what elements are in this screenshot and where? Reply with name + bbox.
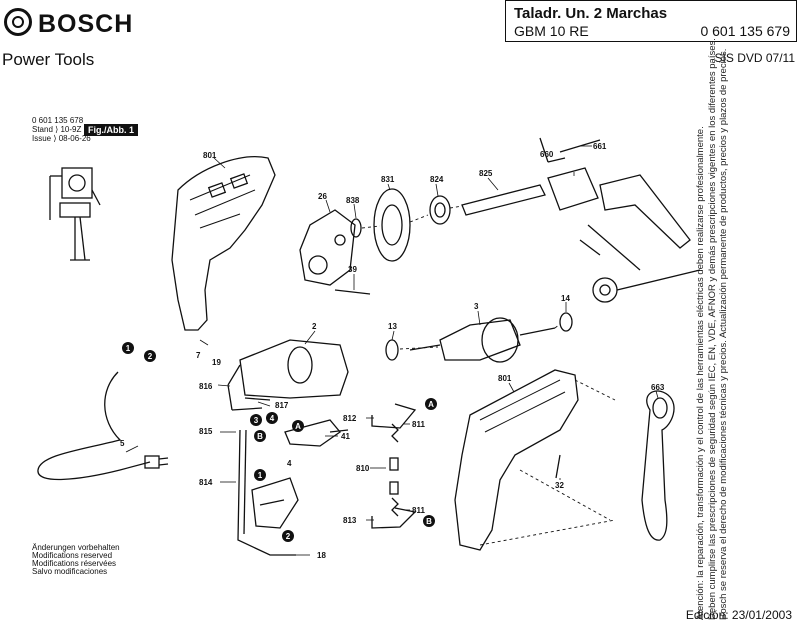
label-19: 19 (212, 358, 221, 367)
label-825: 825 (479, 169, 493, 178)
label-814: 814 (199, 478, 213, 487)
title-block: Taladr. Un. 2 Marchas GBM 10 RE 0 601 13… (505, 0, 797, 42)
gear-bracket (299, 209, 356, 286)
label-4: 4 (287, 459, 292, 468)
label-831: 831 (381, 175, 395, 184)
note-change-es: Salvo modificaciones (32, 567, 108, 576)
label-817: 817 (275, 401, 289, 410)
marker-A-switch: A (295, 422, 301, 431)
edition-date: Edición: 23/01/2003 (685, 608, 792, 622)
marker-2-cable: 2 (148, 352, 153, 361)
label-801: 801 (203, 151, 217, 160)
figure-ref-number: 0 601 135 678 (32, 116, 84, 125)
bearing-824 (429, 195, 451, 225)
bearing-838 (350, 218, 362, 238)
figure-label: Fig./Abb. 1 (84, 124, 138, 136)
model-name: GBM 10 RE (514, 23, 589, 39)
label-810: 810 (356, 464, 370, 473)
label-838: 838 (346, 196, 360, 205)
note-change-fr: Modifications réservées (32, 559, 117, 568)
label-824: 824 (430, 175, 444, 184)
marker-2-switch: 2 (286, 532, 291, 541)
brand-subtitle: Power Tools (2, 50, 95, 69)
bearing-14 (559, 312, 573, 332)
figure-stand: Stand ⟩ 10-9Z (32, 125, 82, 134)
label-815: 815 (199, 427, 213, 436)
armature-3 (439, 319, 521, 361)
wiring-schematic (49, 167, 101, 261)
sis-version: SIS DVD 07/11 (714, 51, 795, 65)
chuck-660 (547, 167, 599, 211)
part-number: 0 601 135 679 (700, 23, 790, 39)
label-812: 812 (343, 414, 357, 423)
spindle-825 (461, 184, 546, 216)
label-801-right: 801 (498, 374, 512, 383)
drill-sketch (599, 174, 691, 249)
side-handle-663 (641, 390, 675, 541)
bosch-logo-icon (4, 8, 32, 36)
label-660: 660 (540, 150, 554, 159)
switch-housing-4 (251, 477, 299, 529)
label-663: 663 (651, 383, 665, 392)
label-816: 816 (199, 382, 213, 391)
switch-41 (284, 419, 341, 447)
label-14: 14 (561, 294, 570, 303)
marker-B-switch: B (257, 432, 263, 441)
brand-name: BOSCH (38, 10, 134, 38)
marker-A-brush: A (428, 400, 434, 409)
label-661: 661 (593, 142, 607, 151)
brush-holder-813 (371, 507, 417, 529)
field-coil-2 (239, 339, 349, 399)
brush-holder-812 (371, 403, 417, 429)
housing-half-left (171, 156, 276, 331)
label-811-bottom: 811 (412, 506, 425, 515)
label-813: 813 (343, 516, 357, 525)
figure-issue: Issue ⟩ 08-06-26 (32, 134, 91, 143)
label-2: 2 (312, 322, 317, 331)
gear-831 (373, 188, 411, 262)
label-18: 18 (317, 551, 326, 560)
marker-1-switch: 1 (258, 471, 263, 480)
marker-B-brush: B (426, 517, 432, 526)
marker-1-cable: 1 (126, 344, 131, 353)
label-26: 26 (318, 192, 327, 201)
label-41: 41 (341, 432, 350, 441)
power-cable-5 (37, 371, 151, 481)
carbon-brush-810 (389, 457, 399, 471)
housing-half-right (454, 369, 579, 551)
bearing-13 (385, 339, 399, 361)
label-3: 3 (474, 302, 479, 311)
marker-4: 4 (270, 414, 275, 423)
marker-3: 3 (254, 416, 259, 425)
label-32: 32 (555, 481, 564, 490)
label-39: 39 (348, 265, 357, 274)
note-change-de: Änderungen vorbehalten (32, 543, 120, 552)
label-5: 5 (120, 439, 125, 448)
label-7: 7 (196, 351, 201, 360)
note-change-en: Modifications reserved (32, 551, 113, 560)
product-name: Taladr. Un. 2 Marchas (514, 5, 668, 22)
label-13: 13 (388, 322, 397, 331)
label-811-top: 811 (412, 420, 425, 429)
